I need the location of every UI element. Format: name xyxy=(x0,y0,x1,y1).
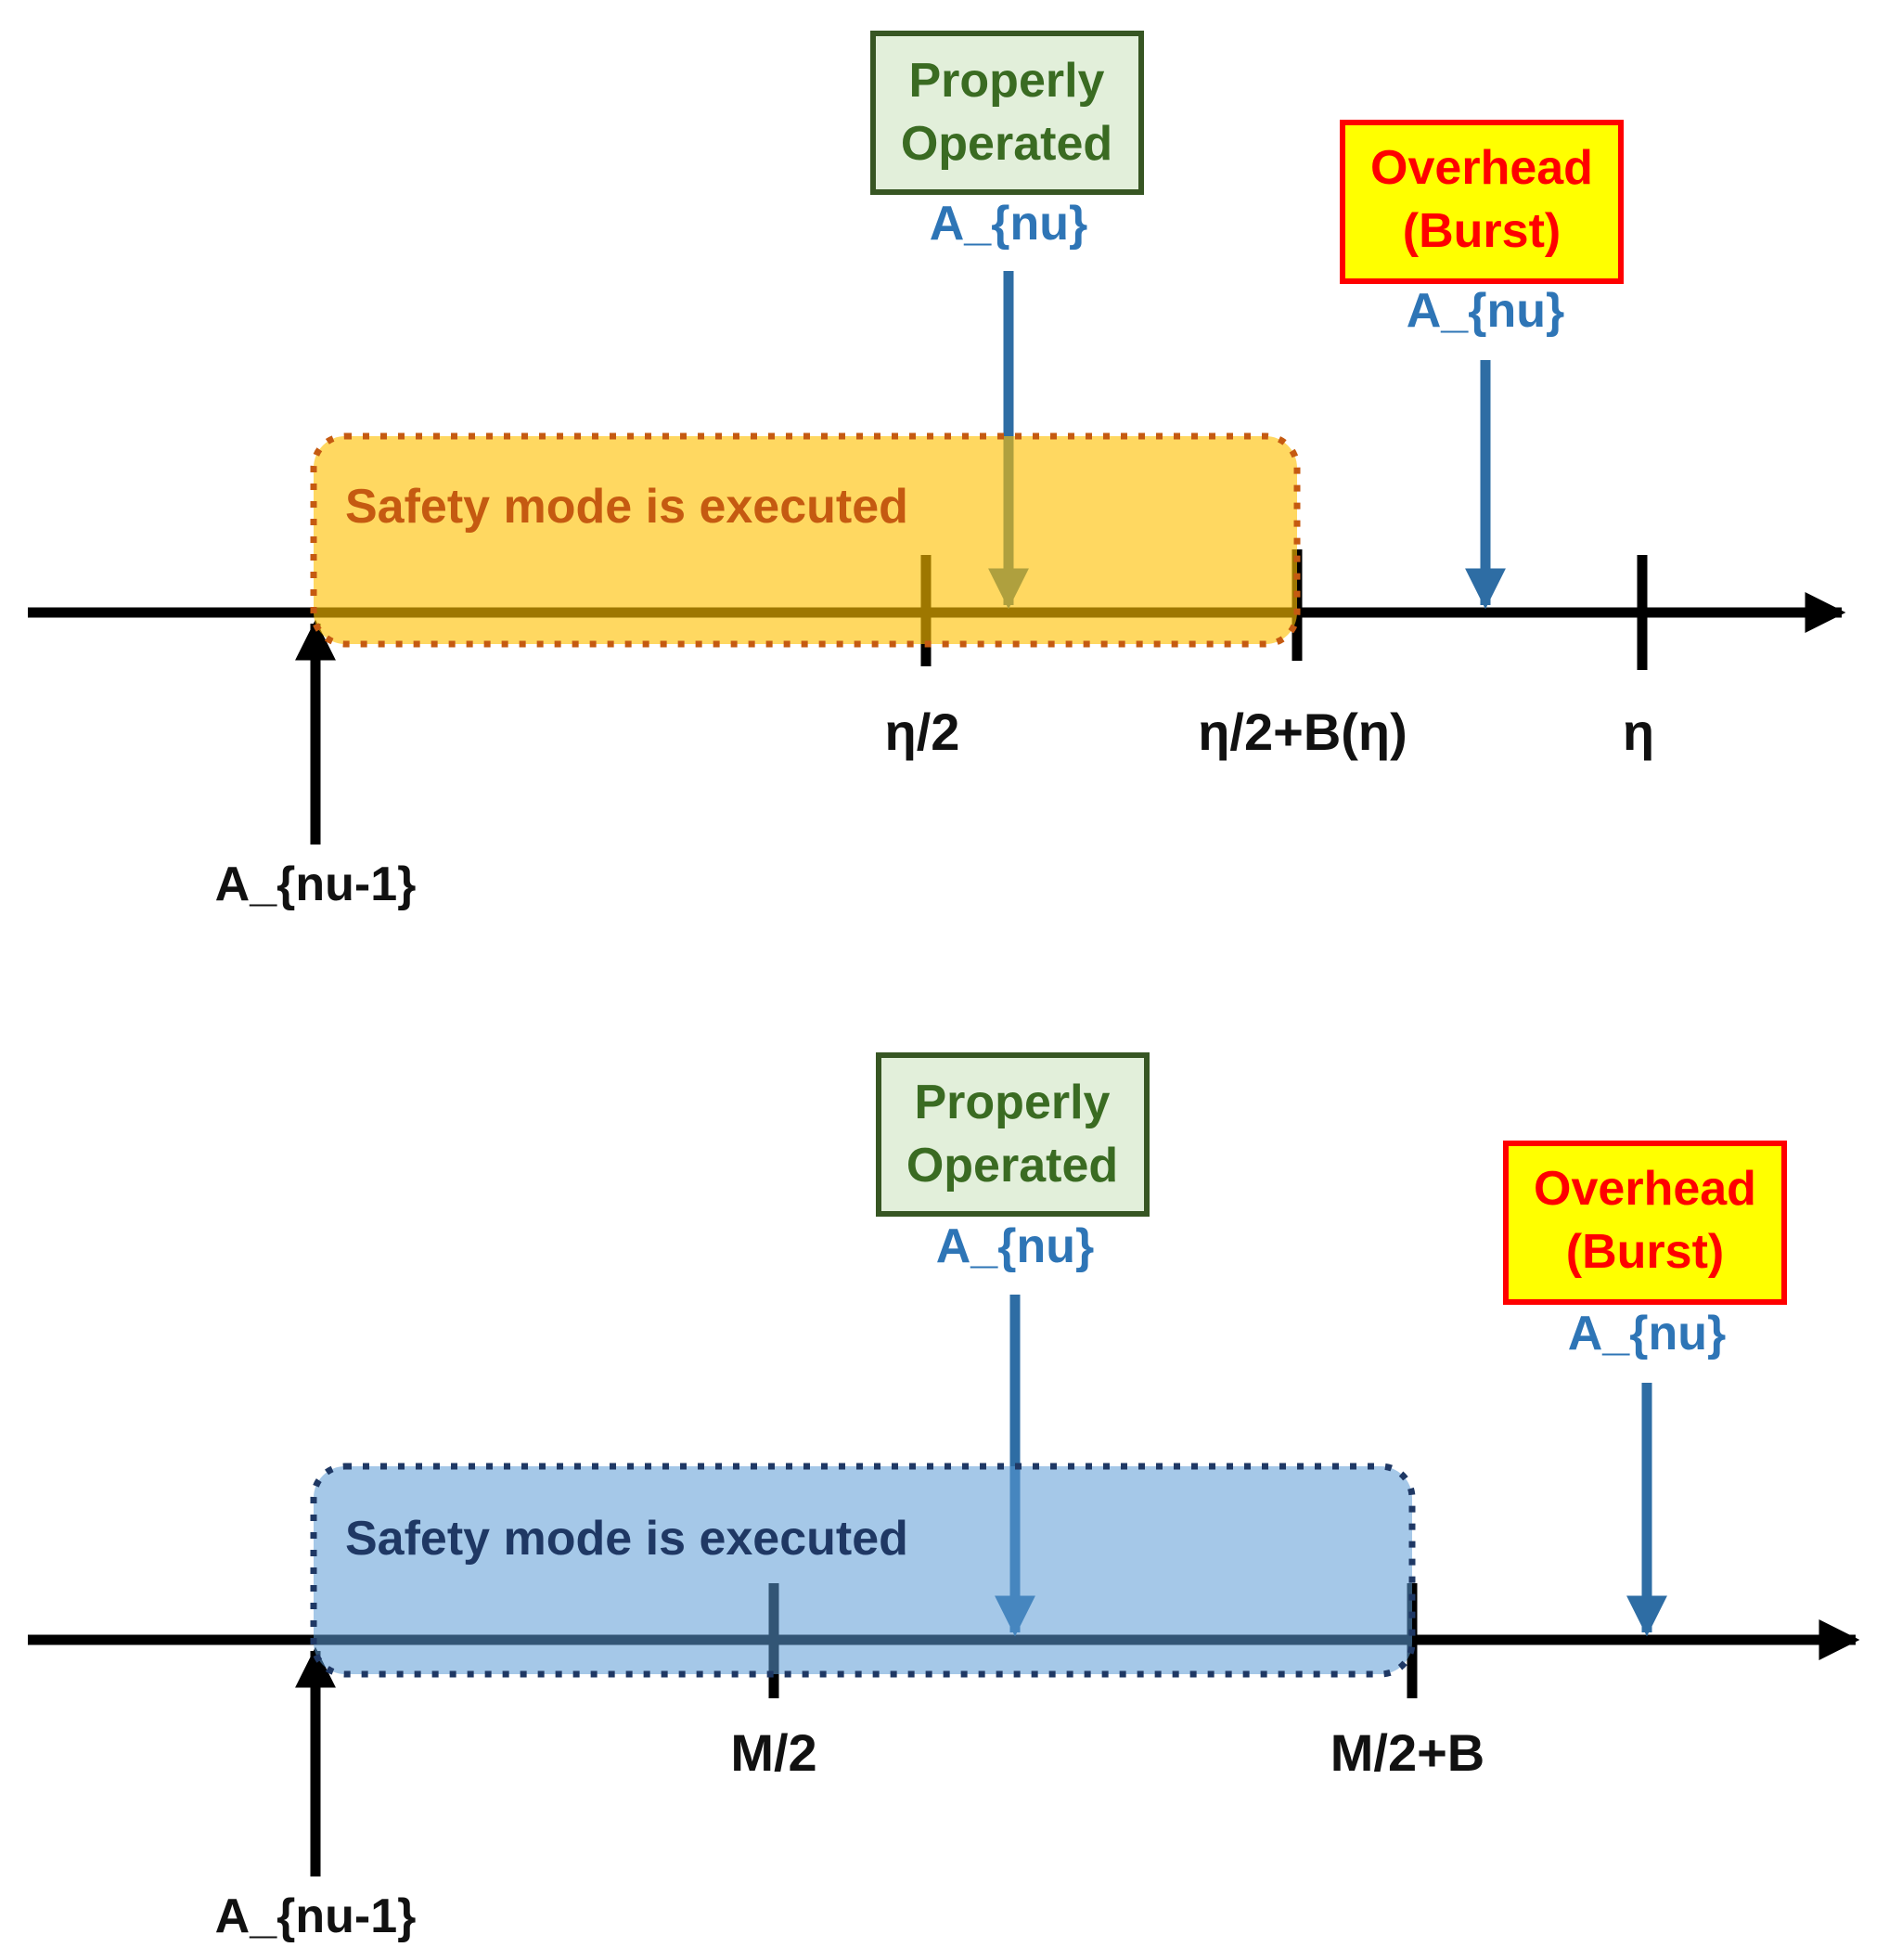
tick-label-half-m: M/2 xyxy=(730,1723,816,1782)
properly-operated-box xyxy=(876,1052,1150,1217)
panel-bottom: A_{nu-1} Safety mode is executed M/2 M/2… xyxy=(28,1052,1860,1943)
tick-label-eta: η xyxy=(1623,703,1654,761)
overhead-arrival-label: A_{nu} xyxy=(1407,284,1564,338)
overhead-line2: (Burst) xyxy=(1403,204,1561,258)
properly-operated-line1: Properly xyxy=(909,54,1105,108)
overhead-line1: Overhead xyxy=(1534,1162,1756,1216)
overhead-burst-box xyxy=(1340,120,1624,284)
overhead-line1: Overhead xyxy=(1370,141,1593,195)
proper-arrival-label: A_{nu} xyxy=(930,197,1087,251)
safety-mode-region xyxy=(310,1463,1416,1678)
panel-top: A_{nu-1} Safety mode is executed η/2 η/2… xyxy=(28,31,1846,911)
proper-arrival-label: A_{nu} xyxy=(936,1219,1094,1273)
tick-label-half-eta-plus-burst: η/2+B(η) xyxy=(1198,703,1407,761)
overhead-line2: (Burst) xyxy=(1566,1225,1724,1279)
safety-mode-region xyxy=(310,432,1301,648)
previous-arrival-label: A_{nu-1} xyxy=(215,858,417,911)
properly-operated-line2: Operated xyxy=(901,117,1112,171)
safety-mode-label: Safety mode is executed xyxy=(345,480,908,534)
previous-arrival-label: A_{nu-1} xyxy=(215,1889,417,1943)
properly-operated-box xyxy=(870,31,1144,195)
tick-label-half-m-plus-burst: M/2+B xyxy=(1330,1723,1485,1782)
properly-operated-line1: Properly xyxy=(915,1076,1111,1129)
overhead-burst-box xyxy=(1503,1141,1787,1305)
tick-label-half-eta: η/2 xyxy=(885,703,960,761)
overhead-arrival-label: A_{nu} xyxy=(1568,1307,1726,1360)
safety-mode-label: Safety mode is executed xyxy=(345,1512,908,1566)
properly-operated-line2: Operated xyxy=(906,1139,1118,1193)
